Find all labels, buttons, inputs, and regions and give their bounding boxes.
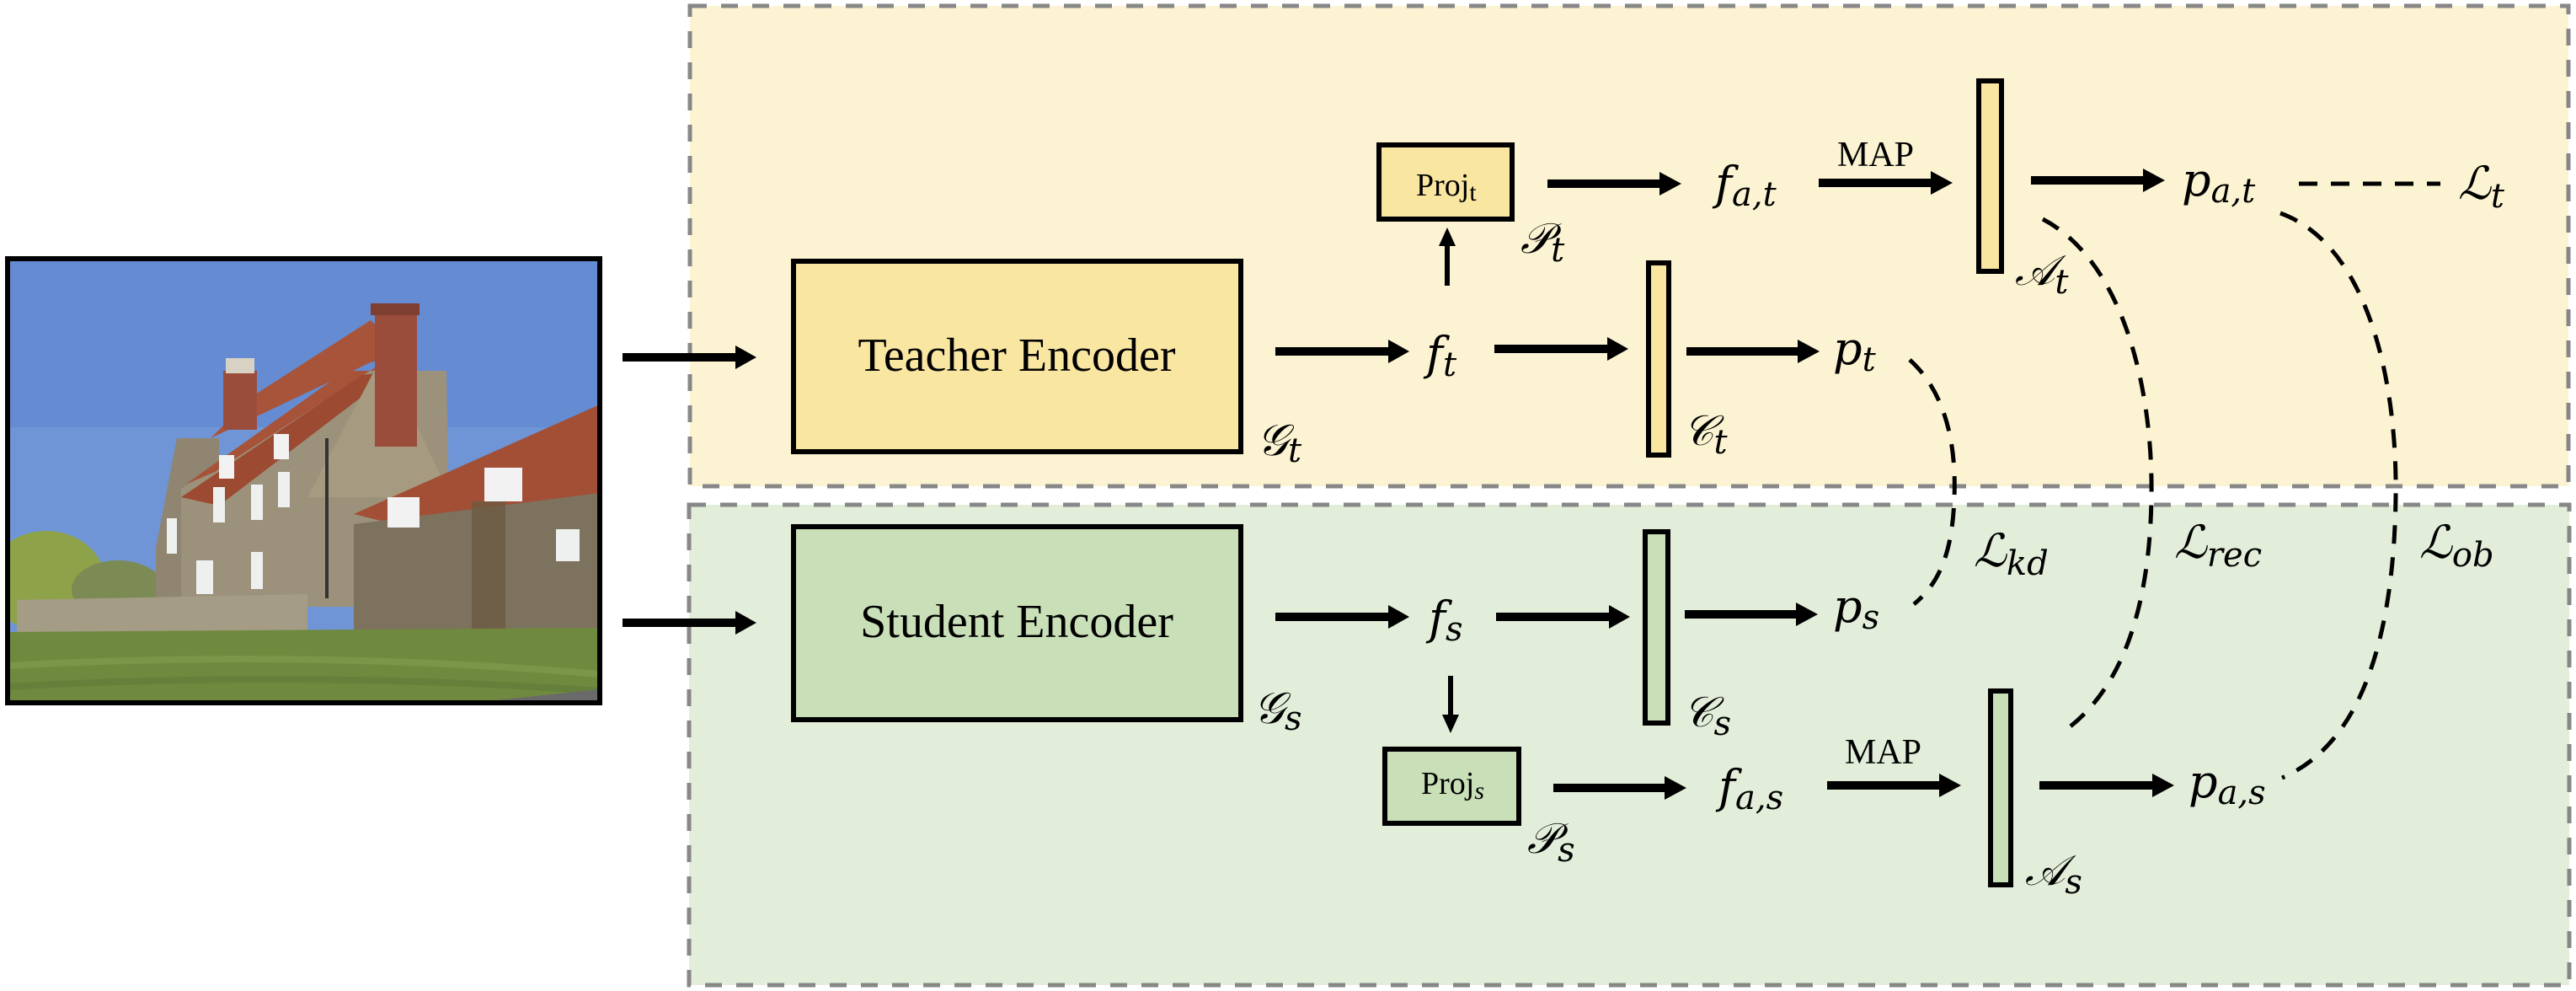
student-map-label: MAP	[1845, 733, 1921, 772]
teacher-aligned-feature-label: fa,t	[1712, 157, 1777, 214]
student-proj-label: Projs	[1421, 766, 1484, 805]
arrow-fs-to-classifier	[1496, 605, 1630, 629]
student-proj: Projs	[1382, 747, 1521, 826]
input-image-frame	[5, 256, 602, 705]
rec-loss-label: ℒrec	[2174, 516, 2262, 575]
arrow-ft-to-proj	[1439, 228, 1456, 286]
ob-loss-curve	[2279, 211, 2398, 780]
teacher-pred-label: pt	[1833, 322, 1877, 379]
input-arrow-teacher	[623, 346, 756, 369]
arrow-classifier-to-pt	[1686, 340, 1820, 363]
teacher-proj-label: Projt	[1416, 168, 1477, 206]
student-proj-box	[1382, 747, 1521, 826]
arrow-proj-to-fas	[1553, 776, 1686, 800]
photo-chimney	[375, 308, 417, 447]
teacher-proj: Projt	[1376, 142, 1515, 222]
kd-loss-label: ℒkd	[1974, 524, 2049, 583]
teacher-loss-label: ℒt	[2458, 157, 2505, 216]
arrow-fs-to-proj	[1442, 676, 1459, 733]
arrow-encoder-to-fs	[1275, 605, 1409, 629]
kd-loss-curve	[1908, 358, 1957, 606]
student-encoder: Student Encoder	[791, 524, 1243, 722]
arrow-aux-to-pas	[2039, 774, 2174, 797]
arrow-ft-to-classifier	[1494, 337, 1628, 361]
arrow-map-student	[1827, 774, 1961, 797]
student-encoder-label: Student Encoder	[860, 596, 1173, 648]
ob-loss-label: ℒob	[2419, 516, 2494, 575]
photo-stone-wall	[17, 594, 307, 640]
student-aux-head-bar	[1988, 688, 2013, 887]
teacher-encoder: Teacher Encoder	[791, 259, 1243, 454]
photo-wing-roof	[354, 404, 600, 527]
student-classifier-bar	[1643, 529, 1670, 726]
rec-loss-curve	[2041, 217, 2154, 736]
teacher-panel-border	[687, 3, 2571, 489]
student-aux-pred-label: pa,s	[2189, 755, 2266, 812]
student-encoder-symbol: 𝒢s	[1253, 683, 1302, 738]
arrow-classifier-to-ps	[1685, 603, 1818, 626]
student-aligned-feature-label: fa,s	[1715, 760, 1783, 817]
input-image	[5, 256, 602, 705]
student-pred-label: ps	[1833, 580, 1879, 637]
teacher-proj-box	[1376, 142, 1515, 222]
teacher-classifier-bar	[1646, 260, 1671, 458]
teacher-encoder-label: Teacher Encoder	[858, 329, 1176, 382]
arrow-proj-to-fat	[1547, 172, 1681, 196]
teacher-map-label: MAP	[1837, 136, 1914, 174]
arrow-map-teacher	[1819, 171, 1953, 195]
arrow-encoder-to-ft	[1275, 340, 1409, 363]
student-encoder-box	[791, 524, 1243, 722]
teacher-aux-head-bar	[1976, 78, 2004, 274]
input-arrow-student	[623, 611, 756, 635]
student-panel-border	[687, 502, 2572, 988]
teacher-encoder-box	[791, 259, 1243, 454]
arrow-aux-to-pat	[2031, 169, 2165, 192]
teacher-aux-pred-label: pa,t	[2182, 153, 2256, 211]
